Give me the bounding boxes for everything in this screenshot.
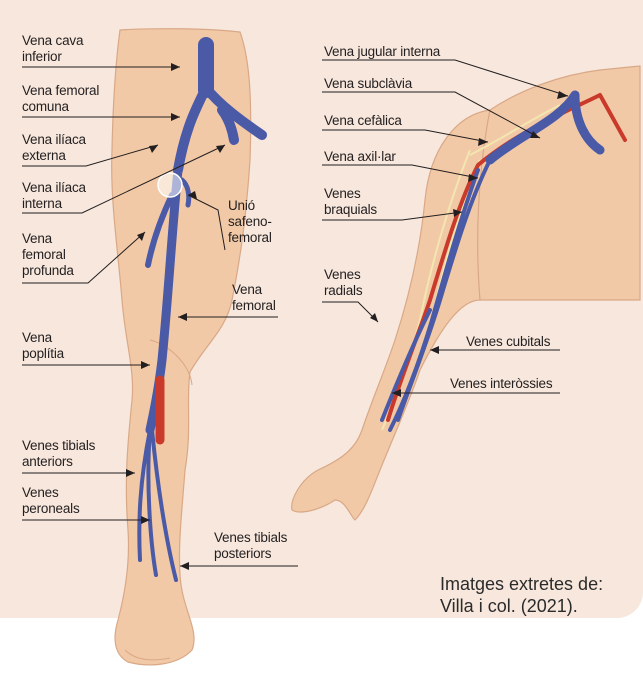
label-vena-iliaca-externa: Vena ilíaca externa [22, 132, 86, 164]
label-unio-safenofemoral: Unió safeno- femoral [228, 198, 272, 246]
label-venes-tibials-posteriors: Venes tibials posteriors [214, 530, 287, 562]
label-vena-poplitia: Vena poplítia [22, 330, 64, 362]
label-vena-subclavia: Vena subclàvia [324, 76, 412, 92]
label-vena-cava-inferior: Vena cava inferior [22, 33, 83, 65]
label-venes-peroneals: Venes peroneals [22, 485, 80, 517]
leg-illustration [112, 29, 262, 665]
label-vena-jugular-interna: Vena jugular interna [324, 44, 440, 60]
arrowhead [370, 313, 378, 322]
label-venes-cubitals: Venes cubitals [466, 334, 550, 350]
label-venes-braquials: Venes braquials [324, 186, 377, 218]
arrowhead [180, 562, 189, 570]
label-vena-femoral-comuna: Vena femoral comuna [22, 83, 99, 115]
label-venes-radials: Venes radials [324, 267, 362, 299]
shoulder-skin [473, 66, 640, 300]
label-vena-cefalica: Vena cefàlica [324, 113, 402, 129]
label-vena-iliaca-interna: Vena ilíaca interna [22, 180, 86, 212]
label-vena-femoral-profunda: Vena femoral profunda [22, 231, 74, 279]
arm-skin [292, 110, 490, 520]
leader-venes-radials [322, 302, 378, 322]
saphenofemoral-junction-marker [158, 173, 182, 197]
image-credit: Imatges extretes de: Villa i col. (2021)… [440, 573, 603, 617]
label-venes-interossies: Venes interòssies [450, 376, 552, 392]
label-venes-tibials-anteriors: Venes tibials anteriors [22, 438, 95, 470]
label-vena-axillar: Vena axil·lar [324, 149, 396, 165]
label-vena-femoral: Vena femoral [232, 282, 276, 314]
